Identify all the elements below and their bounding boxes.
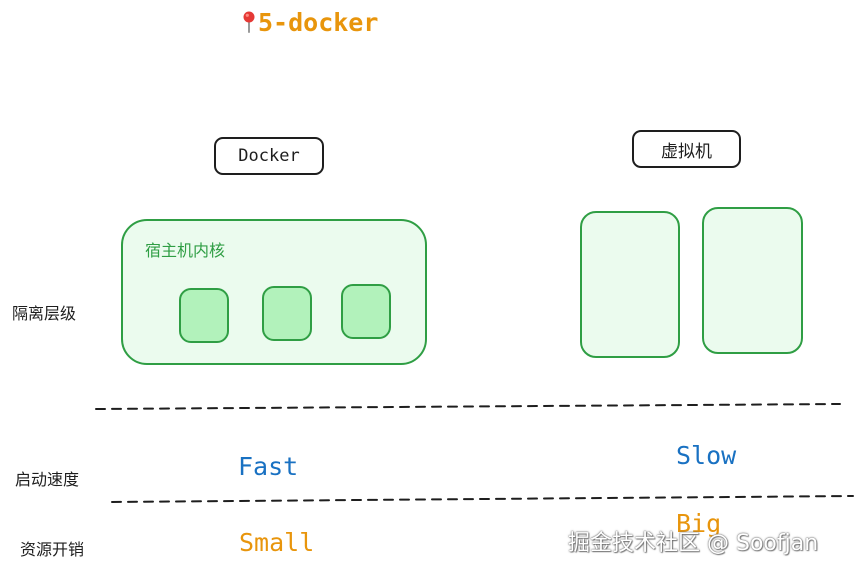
separator-line [95, 403, 841, 410]
row-label-startup: 启动速度 [15, 470, 80, 489]
diagram-title: 5-docker [242, 8, 378, 37]
row-label-isolation: 隔离层级 [12, 304, 77, 323]
vm-overhead-value: Big [676, 509, 722, 538]
vm-box [702, 207, 803, 354]
diagram-title-text: 5-docker [258, 8, 379, 37]
vm-box [580, 211, 680, 358]
vm-header: 虚拟机 [632, 130, 741, 168]
pin-icon [243, 11, 255, 33]
separator-line [111, 495, 854, 503]
docker-overhead-value: Small [239, 528, 315, 557]
container-box [262, 286, 312, 341]
docker-startup-value: Fast [238, 452, 299, 481]
watermark: 掘金技术社区 @ Soofjan [568, 531, 819, 556]
container-box [179, 288, 229, 343]
container-box [341, 284, 391, 339]
row-label-overhead: 资源开销 [20, 540, 85, 559]
docker-header: Docker [214, 137, 324, 175]
vm-startup-value: Slow [676, 441, 737, 470]
docker-header-label: Docker [238, 146, 300, 166]
host-kernel-label: 宿主机内核 [145, 241, 226, 260]
vm-header-label: 虚拟机 [661, 141, 712, 162]
